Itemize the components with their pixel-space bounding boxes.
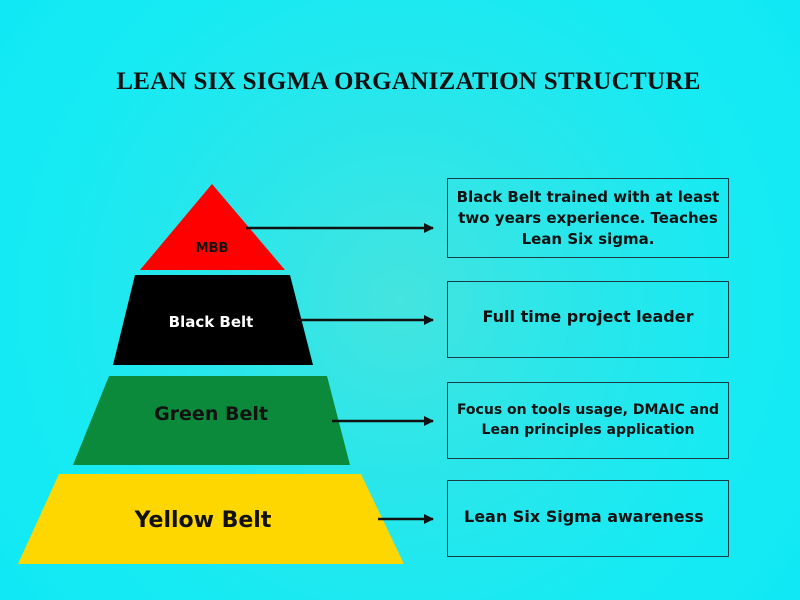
tier-green-belt-shape	[73, 376, 350, 465]
tier-green-belt-label: Green Belt	[154, 403, 268, 425]
description-box-green-belt: Focus on tools usage, DMAIC and Lean pri…	[447, 382, 729, 459]
description-mbb: Black Belt trained with at least two yea…	[456, 187, 720, 248]
diagram-title: LEAN SIX SIGMA ORGANIZATION STRUCTURE	[116, 68, 701, 95]
description-yellow-belt: Lean Six Sigma awareness	[464, 507, 704, 526]
tier-black-belt-label: Black Belt	[169, 313, 254, 331]
tier-mbb-shape	[140, 184, 285, 270]
description-green-belt: Focus on tools usage, DMAIC and Lean pri…	[456, 401, 720, 438]
tier-black-belt-shape	[113, 275, 313, 365]
description-box-yellow-belt: Lean Six Sigma awareness	[447, 480, 729, 557]
tier-mbb-label: MBB	[196, 241, 229, 256]
description-box-mbb: Black Belt trained with at least two yea…	[447, 178, 729, 258]
tier-yellow-belt-shape	[18, 474, 404, 564]
description-box-black-belt: Full time project leader	[447, 281, 729, 358]
description-black-belt: Full time project leader	[482, 307, 694, 326]
tier-yellow-belt-label: Yellow Belt	[134, 508, 272, 533]
